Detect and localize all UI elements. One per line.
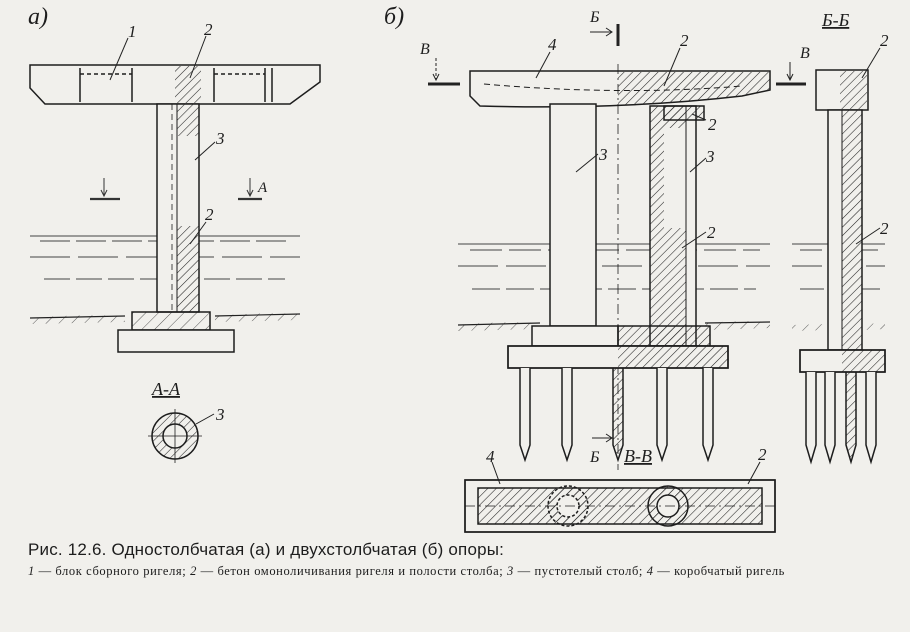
section-vv-title: В-В [624,446,652,466]
label-4-vv: 4 [486,447,495,466]
part-b-label: б) [384,4,404,30]
footing-a [117,311,235,353]
diagram-double-column-pier: б) [384,4,889,533]
section-letter-b-top: Б [589,9,600,26]
label-2-b-top: 2 [680,31,689,50]
label-2-b-cap: 2 [708,115,717,134]
hollow-column-b-left [549,103,597,327]
label-1-a: 1 [128,22,137,41]
section-vv-plan [464,461,776,533]
pile-cap-b [507,325,729,369]
figure-caption: Рис. 12.6. Одностолбчатая (а) и двухстол… [28,540,898,579]
label-2-a-mid: 2 [205,205,214,224]
legend-4-number: 4 [646,564,654,578]
diagram-single-column-pier: а) [28,4,321,463]
section-aa-ring [148,409,215,463]
section-letter-v-right: В [800,45,810,62]
legend-3-number: 3 [507,564,514,578]
label-3-a: 3 [215,129,225,148]
section-mark-a-right [238,178,262,201]
section-mark-v-left [428,58,460,86]
hollow-column-b-right [649,105,705,347]
ground-line-a [29,313,301,324]
ground-line-b [457,321,771,331]
section-mark-b-top [590,24,620,46]
section-mark-b-bottom [592,433,613,443]
leader-lines-a [109,35,216,245]
legend-2-number: 2 [190,564,197,578]
label-3-b-left: 3 [598,145,608,164]
section-mark-v-right [776,62,806,86]
part-a-label: а) [28,4,48,30]
legend-1-text: — блок сборного ригеля; [34,564,191,578]
section-bb-view [792,47,886,465]
label-2-bb-top: 2 [880,31,889,50]
legend-2-text: — бетон омоноличивания ригеля и полости … [196,564,508,578]
label-2-vv: 2 [758,445,767,464]
leader-lines-b [535,47,707,249]
label-4-b: 4 [548,35,557,54]
legend-4-text: — коробчатый ригель [653,564,785,578]
caption-title: Рис. 12.6. Одностолбчатая (а) и двухстол… [28,540,505,559]
water-surface-b [458,243,770,290]
section-mark-a-left [90,178,120,201]
label-3-aa: 3 [215,405,225,424]
label-2-b-mid: 2 [707,223,716,242]
label-3-b-right: 3 [705,147,715,166]
section-letter-v-left: В [420,41,430,58]
legend-1-number: 1 [28,564,35,578]
section-bb-title: Б-Б [821,10,850,30]
legend-3-text: — пустотелый столб; [513,564,647,578]
cap-beam-a [29,64,321,105]
piles-b [519,368,714,463]
section-letter-a: А [257,180,268,196]
label-2-bb-mid: 2 [880,219,889,238]
section-letter-b-bottom: Б [589,449,600,466]
caption-legend: 1 — блок сборного ригеля; 2 — бетон омон… [28,564,898,579]
box-girder-b [469,64,771,470]
label-2-a-top: 2 [204,20,213,39]
section-aa-title: А-А [151,379,181,399]
hollow-column-a [156,103,200,313]
